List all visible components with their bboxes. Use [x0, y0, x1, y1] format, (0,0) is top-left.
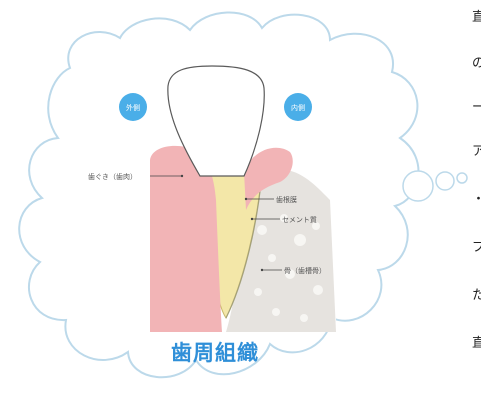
diagram-title: 歯周組織 — [150, 337, 280, 367]
label-gum: 歯ぐき（歯肉） — [88, 172, 137, 182]
edge-text-6: た — [472, 284, 481, 303]
edge-text-7: 直 — [472, 332, 481, 351]
thought-bubble-small — [457, 173, 467, 183]
thought-bubble-medium — [436, 172, 454, 190]
edge-text-1: の — [472, 52, 481, 71]
edge-text-2: ー — [472, 96, 481, 115]
label-ligament: 歯根膜 — [276, 195, 297, 205]
badge-inner-label: 内側 — [285, 103, 311, 113]
label-cementum: セメント質 — [282, 215, 317, 225]
label-bone: 骨（歯槽骨） — [284, 266, 326, 276]
edge-text-3: ア — [472, 140, 481, 159]
edge-text-4: ・ — [472, 188, 481, 207]
thought-bubble-large — [403, 171, 433, 201]
edge-text-5: ブ — [472, 236, 481, 255]
badge-outer-label: 外側 — [120, 103, 146, 113]
edge-text-0: 直 — [472, 6, 481, 25]
